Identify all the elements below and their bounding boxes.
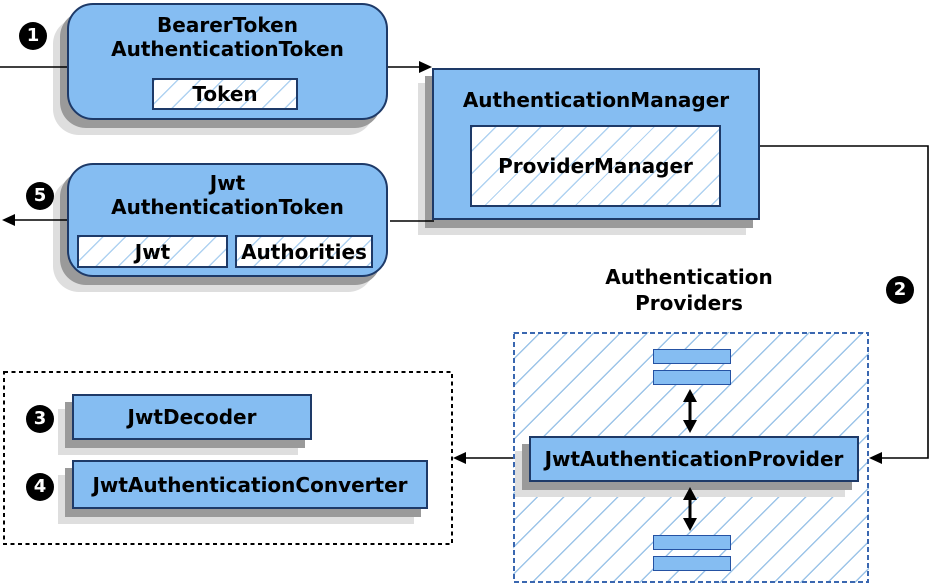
jwt-token-node-title-line2: AuthenticationToken [111, 195, 344, 219]
jwt-authentication-converter-node: JwtAuthenticationConverter [72, 460, 428, 509]
token-field: Token [152, 78, 298, 110]
step-2-badge: 2 [886, 276, 914, 304]
jwt-token-node-title-line1: Jwt [209, 171, 246, 195]
bearer-to-manager-arrowhead [419, 61, 432, 73]
provider-placeholder-bar-bottom-1 [653, 535, 731, 550]
step-4-badge: 4 [26, 473, 54, 501]
jwt-authentication-token-node: Jwt AuthenticationToken Jwt Authorities [67, 163, 388, 277]
authentication-manager-title: AuthenticationManager [462, 88, 730, 112]
jwt-decoder-node: JwtDecoder [72, 394, 312, 440]
provider-placeholder-bar-top-1 [653, 349, 731, 364]
step-1-badge: 1 [19, 22, 47, 50]
jwt-authentication-provider-node: JwtAuthenticationProvider [529, 436, 859, 482]
step-3-badge: 3 [26, 405, 54, 433]
provider-placeholder-bar-top-2 [653, 370, 731, 385]
authentication-providers-label-line1: Authentication [605, 265, 773, 289]
bearer-token-node-title-line1: BearerToken [157, 13, 298, 37]
jwt-field: Jwt [77, 235, 228, 268]
bearer-token-authentication-token-node: BearerToken AuthenticationToken Token [67, 3, 388, 120]
provider-placeholder-bar-bottom-2 [653, 556, 731, 571]
provider-manager-field: ProviderManager [470, 125, 721, 207]
authentication-manager-node: AuthenticationManager ProviderManager [432, 68, 760, 220]
outgoing-success-arrowhead [2, 214, 15, 226]
step-5-badge: 5 [26, 182, 54, 210]
authentication-providers-label: Authentication Providers [558, 264, 820, 316]
provider-to-decoder-arrowhead [453, 452, 466, 464]
authorities-field: Authorities [235, 235, 373, 268]
authentication-providers-label-line2: Providers [635, 291, 743, 315]
bearer-token-node-title-line2: AuthenticationToken [111, 37, 344, 61]
manager-to-provider-arrowhead [869, 452, 882, 464]
